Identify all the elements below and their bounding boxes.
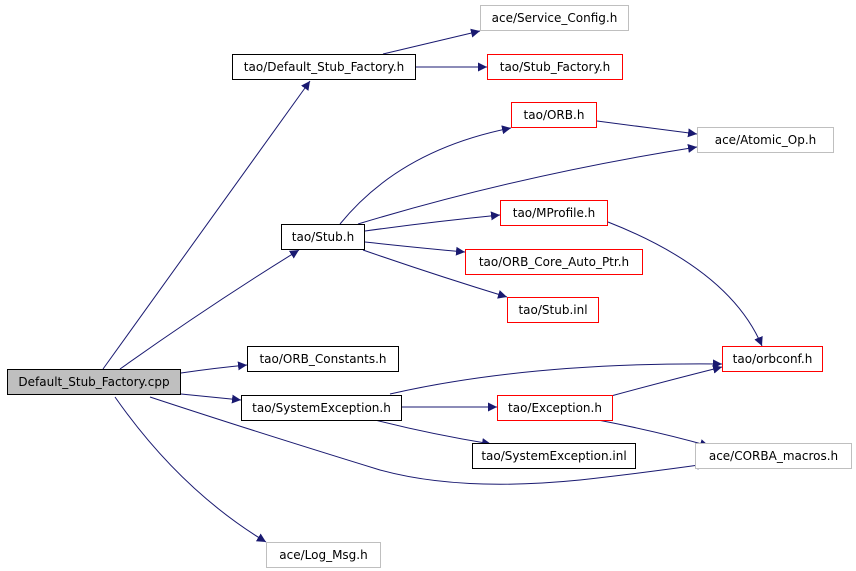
edge-exception-orbconf [610, 364, 723, 397]
node-corba-macros-h[interactable]: ace/CORBA_macros.h [695, 443, 852, 469]
edge-root-system-exception [180, 393, 242, 404]
node-system-exception-inl[interactable]: tao/SystemException.inl [472, 443, 636, 469]
edge-stub-orb [339, 125, 512, 225]
node-default-stub-factory-h[interactable]: tao/Default_Stub_Factory.h [232, 54, 416, 80]
node-default-stub-factory-cpp[interactable]: Default_Stub_Factory.cpp [7, 369, 181, 395]
edge-se-orbconf [389, 359, 723, 395]
edge-stub-mprofile [364, 211, 501, 232]
node-system-exception-h[interactable]: tao/SystemException.h [241, 395, 402, 421]
edge-se-se-inl [374, 419, 492, 447]
edge-stub-atomic-op [357, 143, 698, 225]
node-orb-constants-h[interactable]: tao/ORB_Constants.h [247, 346, 399, 372]
edge-stub-stub-inl [362, 249, 508, 299]
edge-root-log-msg [114, 396, 267, 543]
edge-orb-atomic-op [596, 120, 698, 138]
edge-dsf-service-config [382, 28, 481, 55]
node-exception-h[interactable]: tao/Exception.h [497, 395, 613, 421]
edge-root-orb-constants [180, 361, 248, 374]
node-log-msg-h[interactable]: ace/Log_Msg.h [266, 542, 381, 568]
node-service-config-h[interactable]: ace/Service_Config.h [480, 5, 629, 31]
node-orb-core-auto-ptr-h[interactable]: tao/ORB_Core_Auto_Ptr.h [465, 249, 643, 275]
node-orb-h[interactable]: tao/ORB.h [511, 102, 597, 128]
edge-root-stub [119, 249, 300, 370]
node-stub-inl[interactable]: tao/Stub.inl [507, 297, 599, 323]
edge-stub-orb-core-auto-ptr [364, 241, 466, 256]
node-atomic-op-h[interactable]: ace/Atomic_Op.h [697, 127, 834, 153]
node-stub-factory-h[interactable]: tao/Stub_Factory.h [487, 54, 623, 80]
edge-root-corba-macros [149, 396, 707, 485]
node-orbconf-h[interactable]: tao/orbconf.h [722, 346, 823, 372]
edge-mprofile-orbconf [607, 221, 763, 347]
edge-root-default-stub-factory [102, 80, 311, 370]
node-mprofile-h[interactable]: tao/MProfile.h [500, 200, 608, 226]
node-stub-h[interactable]: tao/Stub.h [281, 224, 365, 250]
